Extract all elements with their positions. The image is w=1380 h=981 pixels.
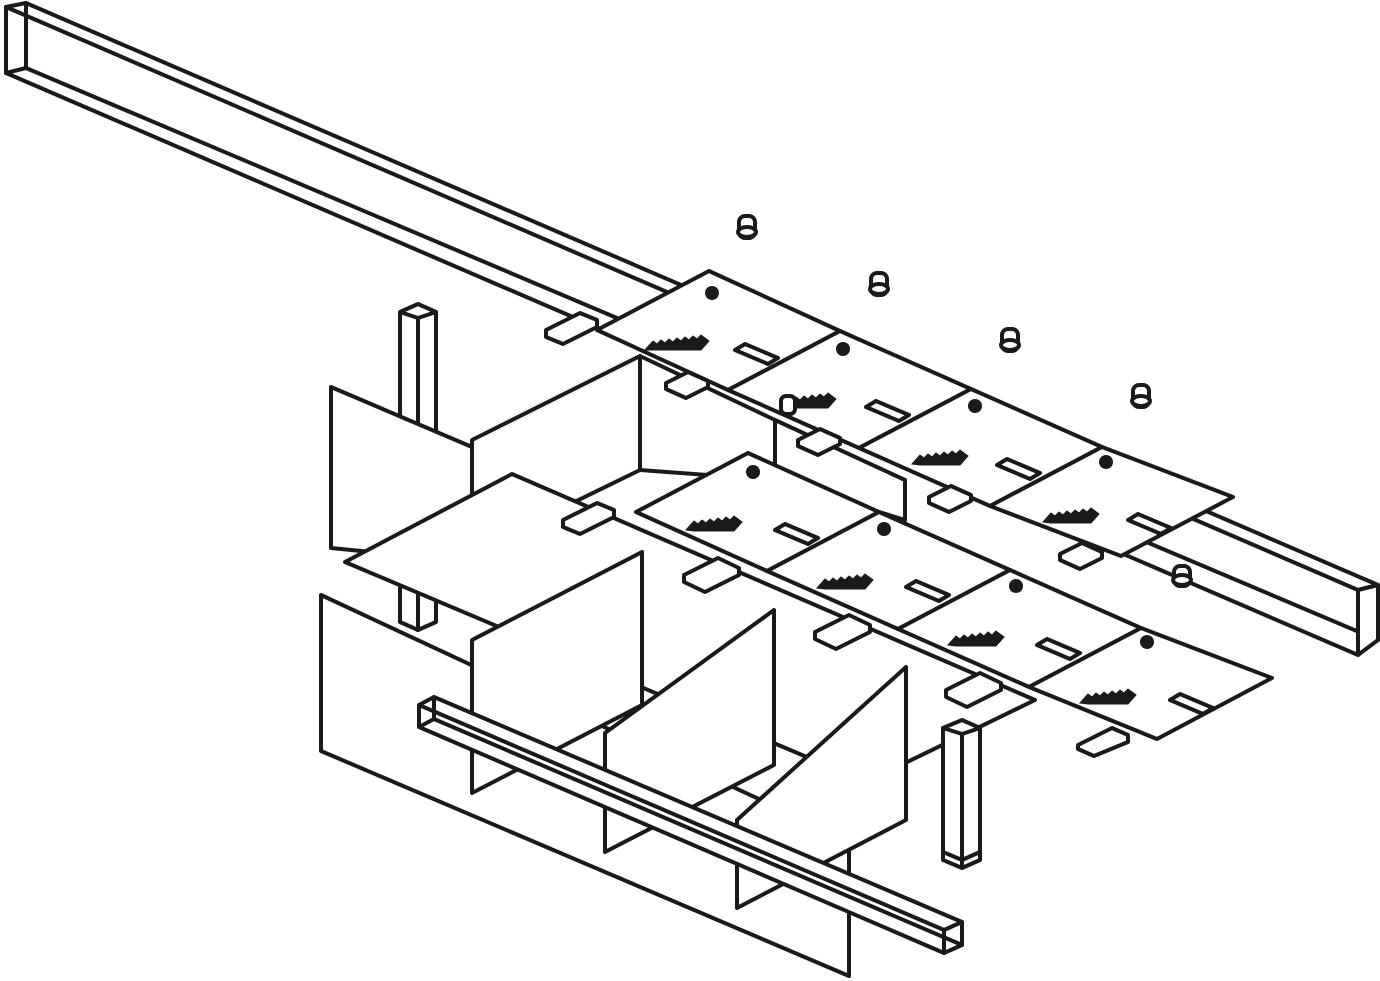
top-plates-lower [634,451,1274,741]
nut [999,327,1021,353]
nut [1130,383,1152,409]
top-plates-upper [595,269,1235,558]
nuts [736,214,1193,588]
nut [1171,564,1193,588]
right-post [941,718,982,870]
nut [868,271,890,297]
front-rail [417,695,964,955]
divider-panels [343,472,1037,910]
nut [736,214,758,240]
nut [779,394,797,416]
clips [544,311,1130,758]
